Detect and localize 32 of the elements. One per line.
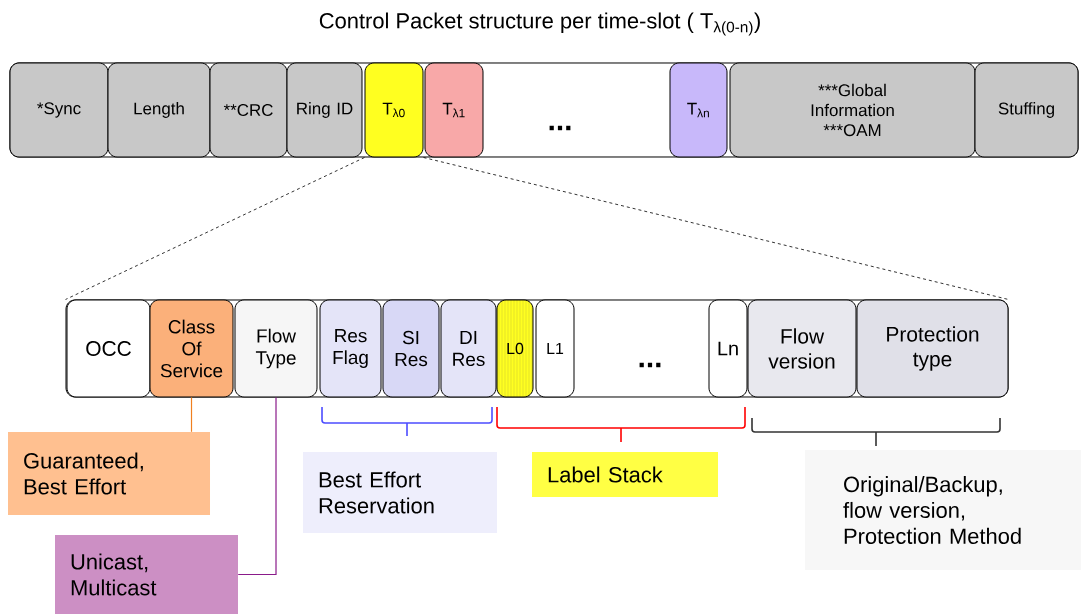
field-box: *Sync	[9, 62, 109, 158]
slot-box: T$_{λ0}$	[364, 62, 424, 158]
connector-line	[237, 396, 277, 576]
field-box: Protection type	[856, 299, 1009, 398]
label-box: L1	[535, 299, 575, 398]
connector-line	[65, 157, 365, 300]
field-box: DI Res	[440, 299, 497, 398]
field-box: Length	[107, 62, 211, 158]
field-box: Ring ID	[286, 62, 363, 158]
field-box: Flow version	[747, 299, 857, 398]
field-box: SI Res	[382, 299, 440, 398]
slot-box: T$_{λ1}$	[424, 62, 484, 158]
ellipsis: ...	[549, 125, 571, 131]
field-box: ***Global Information ***OAM	[729, 62, 976, 158]
field-box: OCC	[66, 299, 151, 398]
slot-box: T$_{λn}$	[669, 62, 728, 158]
note-box: Original/Backup, flow version, Protection Method	[805, 450, 1081, 570]
label-box: Ln	[708, 299, 748, 398]
connector-line	[423, 157, 1009, 300]
field-box: **CRC	[209, 62, 288, 158]
field-box: Flow Type	[234, 299, 318, 398]
field-box: Res Flag	[319, 299, 382, 398]
ellipsis: ...	[639, 362, 661, 368]
field-box: Class Of Service	[149, 299, 234, 398]
note-box: Guaranteed, Best Effort	[8, 432, 210, 515]
note-box: Best Effort Reservation	[303, 452, 497, 533]
note-box: Unicast, Multicast	[55, 535, 238, 614]
note-box: Label Stack	[532, 452, 718, 497]
label-box: L0	[496, 299, 534, 398]
field-box: Stuffing	[974, 62, 1079, 158]
connector-line	[190, 396, 193, 433]
title: Control Packet structure per time-slot ( T$_{λ(0-n)}$)	[319, 12, 760, 36]
